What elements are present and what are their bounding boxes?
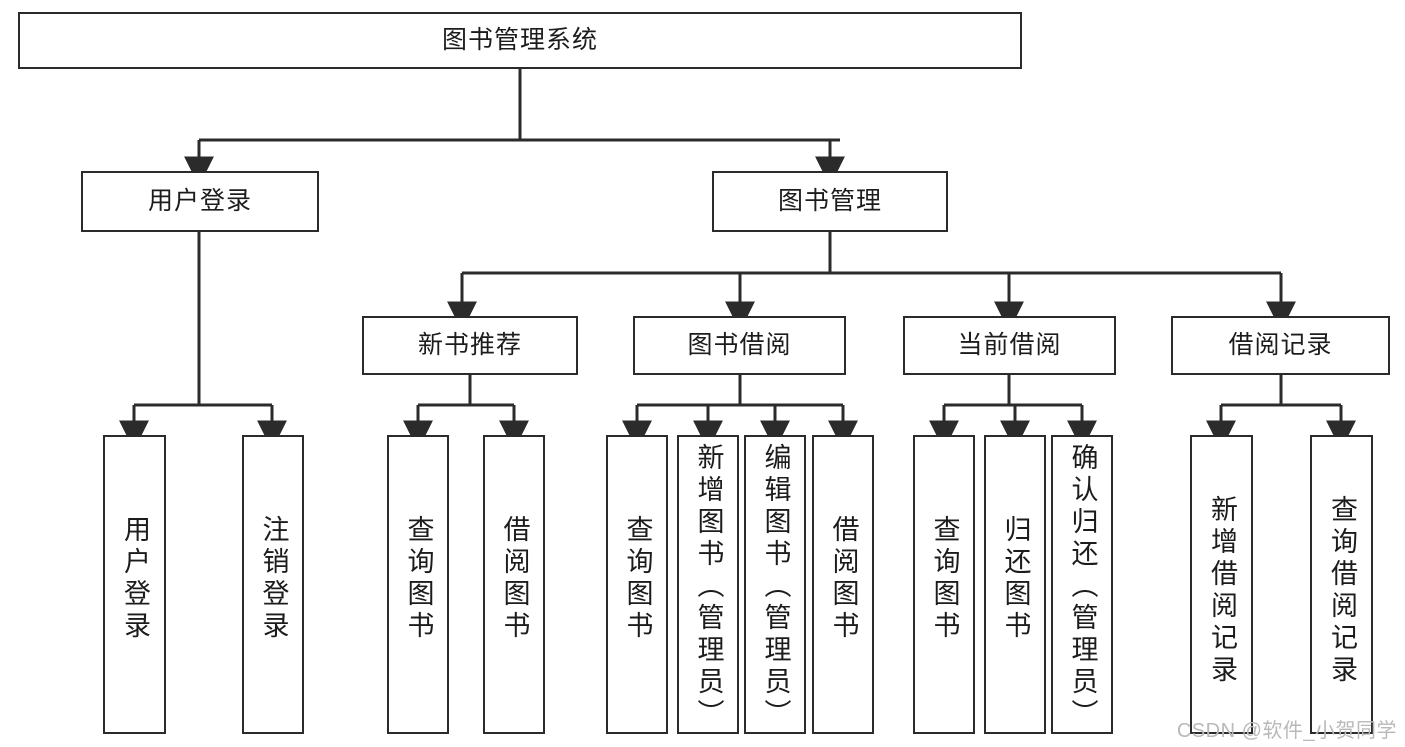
node-leaf-query-borrow-record[interactable]: 查询借阅记录 xyxy=(1310,435,1373,734)
node-leaf-confirm-return[interactable]: 确认归还（管理员） xyxy=(1051,435,1113,734)
node-leaf-add-borrow-record[interactable]: 新增借阅记录 xyxy=(1190,435,1253,734)
node-book-borrow[interactable]: 图书借阅 xyxy=(633,316,846,375)
node-book-management[interactable]: 图书管理 xyxy=(712,171,948,232)
node-user-login[interactable]: 用户登录 xyxy=(81,171,319,232)
node-leaf-return-book[interactable]: 归还图书 xyxy=(984,435,1046,734)
node-leaf-query-borrow-record-label: 查询借阅记录 xyxy=(1327,495,1357,687)
node-borrow-record[interactable]: 借阅记录 xyxy=(1171,316,1390,375)
node-leaf-query-book-1[interactable]: 查询图书 xyxy=(387,435,449,734)
node-leaf-query-book-3-label: 查询图书 xyxy=(929,515,960,643)
node-leaf-edit-book-label: 编辑图书（管理员） xyxy=(760,443,791,731)
node-root[interactable]: 图书管理系统 xyxy=(18,12,1022,69)
node-leaf-add-borrow-record-label: 新增借阅记录 xyxy=(1207,495,1237,687)
node-leaf-query-book-2-label: 查询图书 xyxy=(622,515,653,643)
node-borrow-record-label: 借阅记录 xyxy=(1228,331,1333,359)
node-leaf-borrow-book-1[interactable]: 借阅图书 xyxy=(483,435,545,734)
node-leaf-borrow-book-1-label: 借阅图书 xyxy=(499,515,530,643)
node-leaf-user-login-label: 用户登录 xyxy=(120,515,150,643)
node-leaf-logout-login-label: 注销登录 xyxy=(258,515,289,643)
node-book-management-label: 图书管理 xyxy=(777,187,882,215)
node-leaf-borrow-book-2[interactable]: 借阅图书 xyxy=(812,435,874,734)
node-user-login-label: 用户登录 xyxy=(147,187,252,215)
node-leaf-user-login[interactable]: 用户登录 xyxy=(103,435,166,734)
node-leaf-logout-login[interactable]: 注销登录 xyxy=(242,435,304,734)
node-leaf-query-book-3[interactable]: 查询图书 xyxy=(913,435,975,734)
node-new-book-recommend-label: 新书推荐 xyxy=(417,331,522,359)
node-root-label: 图书管理系统 xyxy=(441,26,598,54)
node-new-book-recommend[interactable]: 新书推荐 xyxy=(362,316,578,375)
node-leaf-query-book-1-label: 查询图书 xyxy=(403,515,434,643)
node-book-borrow-label: 图书借阅 xyxy=(687,331,792,359)
node-leaf-add-book-label: 新增图书（管理员） xyxy=(693,443,724,731)
node-leaf-return-book-label: 归还图书 xyxy=(1000,515,1031,643)
node-current-borrow[interactable]: 当前借阅 xyxy=(903,316,1116,375)
node-leaf-borrow-book-2-label: 借阅图书 xyxy=(828,515,859,643)
node-leaf-confirm-return-label: 确认归还（管理员） xyxy=(1067,443,1098,731)
node-leaf-add-book[interactable]: 新增图书（管理员） xyxy=(677,435,739,734)
node-leaf-query-book-2[interactable]: 查询图书 xyxy=(606,435,668,734)
node-current-borrow-label: 当前借阅 xyxy=(957,331,1062,359)
node-leaf-edit-book[interactable]: 编辑图书（管理员） xyxy=(744,435,806,734)
